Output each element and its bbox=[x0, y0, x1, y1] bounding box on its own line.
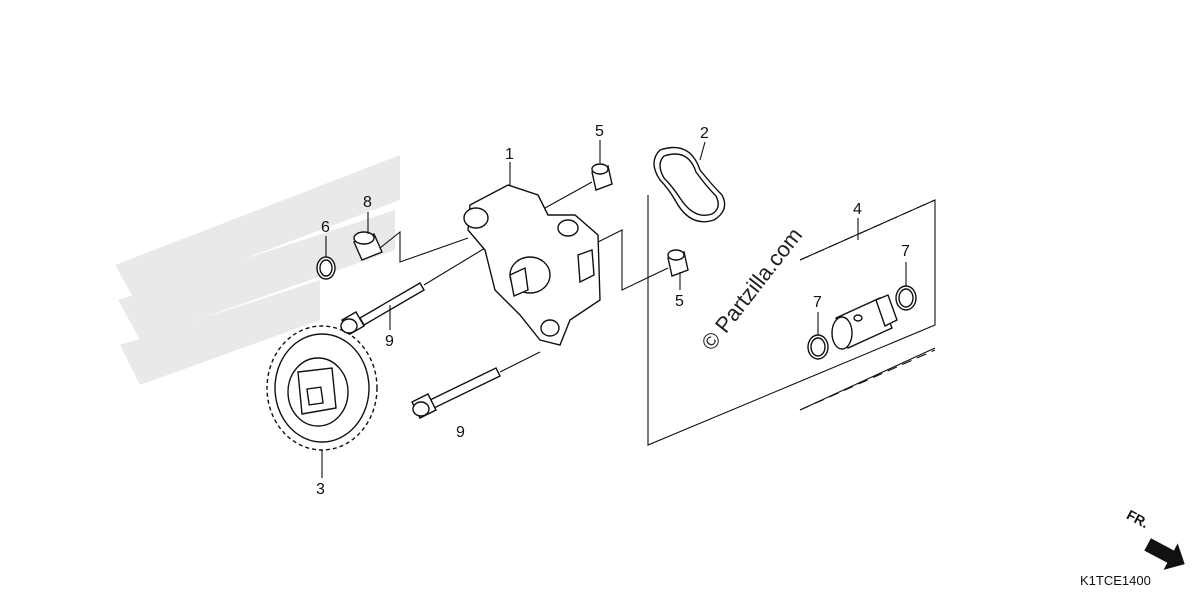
leader-line-2 bbox=[699, 141, 706, 161]
oil-pump-body-part[interactable] bbox=[463, 184, 601, 346]
callout-5-lower[interactable]: 5 bbox=[675, 293, 684, 310]
callout-7-right[interactable]: 7 bbox=[901, 243, 910, 260]
callout-8[interactable]: 8 bbox=[363, 194, 372, 211]
callout-6[interactable]: 6 bbox=[321, 219, 330, 236]
callout-7-left[interactable]: 7 bbox=[813, 294, 822, 311]
callout-3[interactable]: 3 bbox=[316, 481, 325, 498]
figure-code: K1TCE1400 bbox=[1080, 573, 1151, 588]
bolt-part-9-upper[interactable] bbox=[340, 282, 425, 335]
bolt-part-9-lower[interactable] bbox=[411, 367, 501, 419]
assembly-bracket-dashed bbox=[799, 199, 936, 411]
watermark-text: © Partzilla.com bbox=[696, 223, 807, 355]
o-ring-part-7-right[interactable] bbox=[895, 285, 917, 311]
o-ring-part-7-left[interactable] bbox=[807, 334, 829, 360]
relief-valve-part-4[interactable] bbox=[831, 294, 898, 350]
dowel-axis-5-lower bbox=[597, 229, 669, 291]
callout-2[interactable]: 2 bbox=[700, 125, 709, 142]
gasket-part[interactable] bbox=[653, 146, 726, 223]
front-arrow-icon bbox=[1144, 538, 1185, 570]
leader-line-8 bbox=[367, 212, 469, 263]
dowel-pin-part-5-lower[interactable] bbox=[667, 249, 689, 277]
callout-1[interactable]: 1 bbox=[505, 146, 514, 163]
callout-9-lower[interactable]: 9 bbox=[456, 424, 465, 441]
o-ring-part-6[interactable] bbox=[316, 256, 336, 280]
front-direction-indicator: FR. bbox=[1124, 506, 1185, 570]
callout-4[interactable]: 4 bbox=[853, 201, 862, 218]
drive-gear-part[interactable] bbox=[266, 325, 378, 451]
dowel-pin-part-8[interactable] bbox=[353, 231, 383, 261]
bolt-axis-9-lower bbox=[499, 351, 541, 373]
callout-5-upper[interactable]: 5 bbox=[595, 123, 604, 140]
dowel-axis-5-upper bbox=[544, 181, 593, 209]
front-direction-label: FR. bbox=[1124, 506, 1151, 531]
callout-9-upper[interactable]: 9 bbox=[385, 333, 394, 350]
dowel-pin-part-5-upper[interactable] bbox=[591, 163, 613, 191]
bolt-axis-9-upper bbox=[423, 244, 491, 286]
